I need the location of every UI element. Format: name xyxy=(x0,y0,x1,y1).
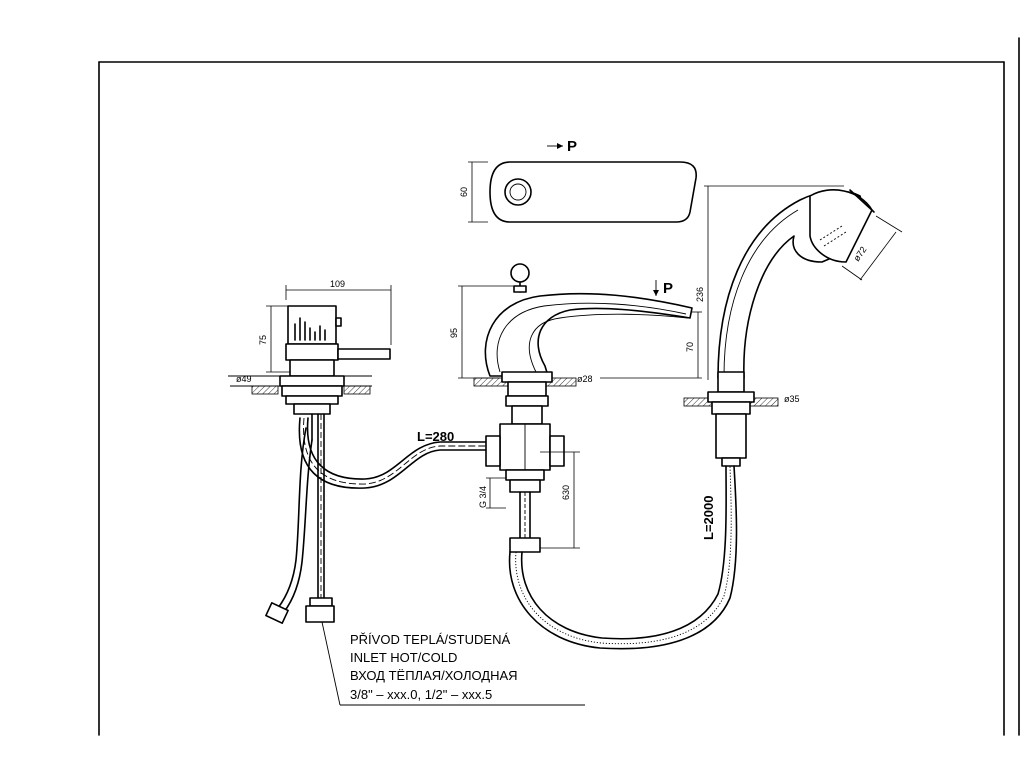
connecting-hose: L=280 xyxy=(298,417,487,489)
spout-top-width: 60 xyxy=(459,187,469,197)
shower-height-dim: 236 xyxy=(695,287,705,302)
arrow-down-icon xyxy=(653,290,659,296)
handle-height-dim: 75 xyxy=(258,335,268,345)
inlet-note-line-cz: PŘÍVOD TEPLÁ/STUDENÁ xyxy=(350,632,510,647)
hand-shower: 236 ø72 ø35 xyxy=(683,185,903,467)
sheet-frame xyxy=(98,37,1020,736)
diverter-valve: 630 G 3/4 xyxy=(478,423,580,553)
spout-height-dim: 95 xyxy=(449,328,459,338)
spout-top-arrow-label: P xyxy=(567,138,577,155)
connecting-hose-length: L=280 xyxy=(417,429,454,444)
shower-hose: L=2000 xyxy=(508,465,738,650)
inlet-note-line-sizes: 3/8" – xxx.0, 1/2" – xxx.5 xyxy=(350,687,492,702)
shower-base-diameter-dim: ø35 xyxy=(784,394,800,404)
spout-top-view: 60 P xyxy=(459,138,697,223)
inlet-note-line-ru: ВХОД ТЁПЛАЯ/ХОЛОДНАЯ xyxy=(350,668,518,683)
spout-arrow-label: P xyxy=(663,280,673,297)
spout: 95 70 ø28 P xyxy=(449,263,702,425)
spout-outlet-height-dim: 70 xyxy=(685,342,695,352)
handle-valve: 109 75 ø49 xyxy=(228,279,392,415)
spout-diameter-dim: ø28 xyxy=(577,374,593,384)
shower-hose-length: L=2000 xyxy=(701,496,716,540)
inlet-note: PŘÍVOD TEPLÁ/STUDENÁ INLET HOT/COLD ВХОД… xyxy=(350,632,518,702)
supply-length-dim: 630 xyxy=(561,485,571,500)
handle-supply-hoses xyxy=(265,413,585,706)
handle-width-dim: 109 xyxy=(330,279,345,289)
arrow-right-icon xyxy=(557,143,563,149)
inlet-note-line-en: INLET HOT/COLD xyxy=(350,650,457,665)
thread-size-dim: G 3/4 xyxy=(478,486,488,508)
handle-diameter-dim: ø49 xyxy=(236,374,252,384)
